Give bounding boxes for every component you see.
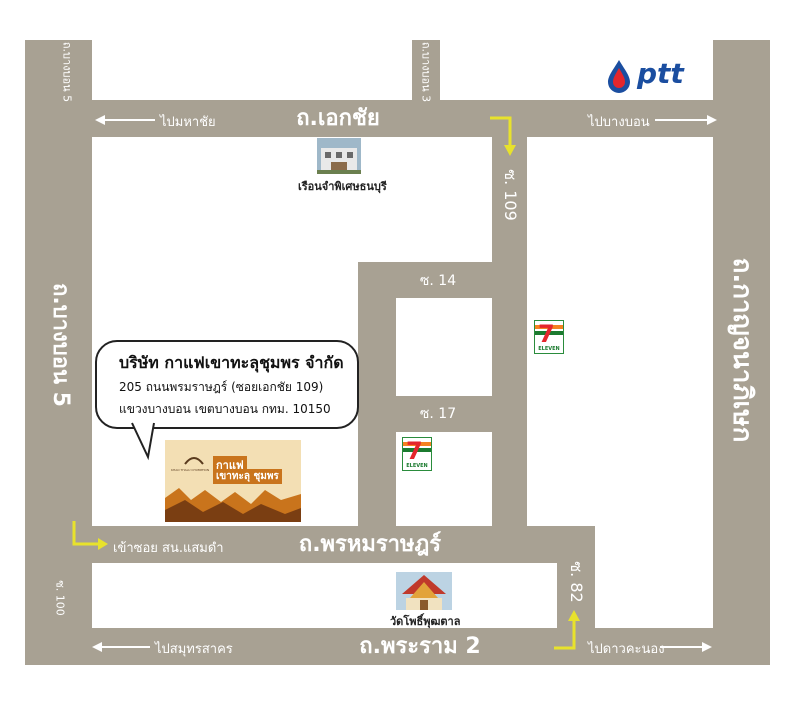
seven-logo-icon: 7: [406, 437, 423, 465]
landmark-temple-label: วัดโพธิ์พุฒตาล: [390, 615, 461, 628]
arrow-left-icon: [95, 115, 155, 125]
ptt-drop-icon: [608, 60, 630, 93]
road-kanchanaphisek: [713, 40, 770, 665]
company-sign: KHAO THALU CHUMPHON กาแฟ เขาทะลุ ชุมพร: [165, 440, 301, 522]
arrow-left-icon: [92, 642, 150, 652]
seven-eleven-store: 7 ELEVEN: [402, 437, 432, 471]
road-bang-bon5: [25, 40, 92, 665]
direction-dao-khanong: ไปดาวคะนอง: [588, 642, 665, 657]
company-info-bubble: บริษัท กาแฟเขาทะลุชุมพร จำกัด 205 ถนนพรม…: [95, 340, 359, 429]
road-soi109: [492, 136, 527, 528]
road-soi-inner: [358, 262, 396, 528]
ptt-logo: ptt: [604, 58, 704, 96]
label-kanchanaphisek: ถ.กาญจนาภิเษก: [727, 257, 757, 443]
seven-logo-icon: 7: [538, 320, 555, 348]
ptt-text: ptt: [637, 57, 684, 90]
label-bang-bon5-top: ถ.บางบอน 5: [60, 41, 74, 103]
turn-arrow-icon: [490, 116, 516, 156]
temple-icon: [396, 572, 452, 610]
turn-arrow-icon: [72, 521, 108, 550]
landmark-museum-label: เรือนจำพิเศษธนบุรี: [298, 180, 387, 193]
sign-mountains: [165, 488, 301, 522]
building-icon: [317, 138, 361, 174]
seven-eleven-store: 7 ELEVEN: [534, 320, 564, 354]
company-address-line1: 205 ถนนพรมราษฎร์ (ซอยเอกชัย 109): [119, 380, 324, 394]
company-address-line2: แขวงบางบอน เขตบางบอน กทม. 10150: [119, 402, 331, 416]
road-prom-rat: [25, 526, 595, 563]
label-bang-bon3-top: ถ.บางบอน 3: [419, 41, 433, 103]
direction-mahachai: ไปมหาชัย: [160, 115, 216, 130]
cup-logo-icon: [184, 457, 204, 465]
company-name: บริษัท กาแฟเขาทะลุชุมพร จำกัด: [119, 353, 344, 372]
label-prom-rat: ถ.พรหมราษฎร์: [298, 532, 442, 557]
sign-subtitle: เขาทะลุ ชุมพร: [213, 469, 282, 484]
label-soi100: ซ. 100: [53, 580, 67, 616]
road-ekkachai: [25, 100, 715, 137]
arrow-right-icon: [660, 642, 712, 652]
label-soi14: ซ. 14: [419, 273, 457, 289]
label-ekkachai: ถ.เอกชัย: [296, 106, 380, 131]
label-soi109: ซ. 109: [501, 169, 520, 221]
road-bang-bon3: [412, 40, 440, 102]
road-soi82: [557, 526, 595, 630]
label-bang-bon5-main: ถ.บางบอน 5: [48, 283, 73, 407]
arrow-right-icon: [655, 115, 717, 125]
direction-bang-bon: ไปบางบอน: [588, 115, 650, 130]
bubble-tail: [131, 421, 155, 461]
sign-small-text: KHAO THALU CHUMPHON: [171, 468, 210, 472]
label-soi82: ซ. 82: [567, 561, 586, 603]
label-soi17: ซ. 17: [419, 406, 457, 422]
direction-enter-soi: เข้าซอย สน.แสมดำ: [113, 541, 224, 556]
turn-arrow-icon: [554, 610, 580, 650]
direction-samut-sakhon: ไปสมุทรสาคร: [155, 642, 233, 657]
label-rama2: ถ.พระราม 2: [359, 634, 481, 659]
